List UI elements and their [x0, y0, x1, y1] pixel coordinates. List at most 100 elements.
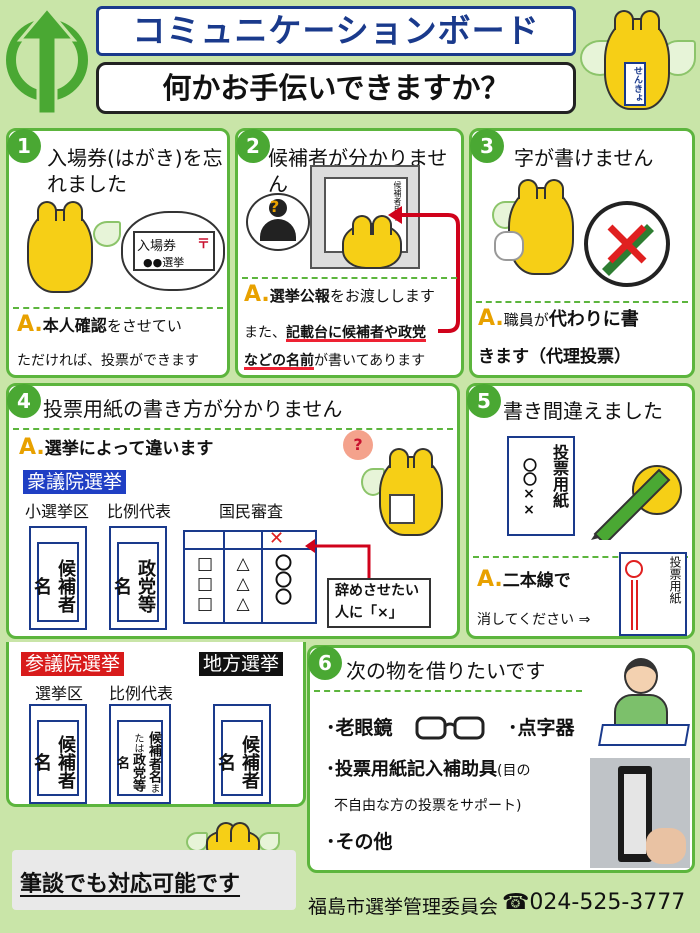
ballot-marks: 〇〇××: [521, 458, 537, 518]
mascot-wing: [186, 832, 208, 852]
answer-bold: などの名前: [244, 353, 314, 369]
panel-title: 入場券(はがき)を忘れました: [47, 146, 223, 196]
divider: [13, 428, 453, 430]
answer-mark: A.: [477, 567, 503, 592]
answer-text: また、: [244, 325, 286, 341]
item-ballot-assist: ･投票用紙記入補助具(目の: [326, 758, 596, 783]
divider: [242, 277, 457, 279]
mascot-worried: [27, 201, 93, 293]
panel-title: 書き間違えました: [503, 399, 663, 423]
ticket-card: 入場券 〒 ●●選挙: [133, 231, 215, 271]
answer: A.選挙公報をお渡しします: [244, 283, 464, 308]
item-other: ･その他: [326, 831, 393, 853]
divider: [476, 301, 688, 303]
pencil-icon: [591, 465, 682, 540]
hitsudan-note: [12, 850, 296, 910]
label-proportional: 比例代表: [109, 684, 174, 703]
ticket-sub: ●●選挙: [143, 256, 185, 269]
answer-mark: A.: [17, 312, 43, 337]
answer-bold: 選挙公報: [269, 287, 330, 305]
grid-col1: □□□: [195, 554, 215, 614]
label-national-review: 国民審査: [219, 502, 284, 521]
panel-title: 字が書けません: [514, 146, 654, 170]
panel-number: 3: [470, 129, 504, 163]
answer-mark: A.: [478, 306, 504, 331]
bandage: [494, 231, 524, 261]
ballot-paper-title: 投票用紙: [550, 444, 569, 508]
answer-line2: きます（代理投票）: [478, 347, 631, 367]
answer-mark: A.: [19, 435, 45, 460]
ballot-text: 候補者名: [146, 731, 161, 783]
item-text: ･投票用紙記入補助具: [326, 759, 497, 780]
ballot-text: 政党等名: [114, 752, 145, 792]
hitsudan-text: 筆談でも対応可能です: [20, 872, 241, 897]
panel-number: 5: [467, 384, 501, 418]
panel-title: 次の物を借りたいです: [346, 659, 546, 683]
panel-unknown-candidate: 2 候補者が分かりません ? 候補者氏名 A.選挙公報をお渡しします また、記載…: [235, 128, 464, 378]
panel-number: 4: [7, 384, 41, 418]
answer-line3: などの名前が書いてあります: [244, 349, 464, 373]
ballot-text: 政党等名: [111, 542, 159, 622]
note-line2: 人に「×」: [335, 605, 403, 621]
answer-bold: 二本線で: [502, 571, 571, 591]
divider: [13, 307, 223, 309]
panel-number: 6: [308, 646, 342, 680]
arrow-logo-icon: [6, 6, 88, 116]
ballot-text: 候補者名: [31, 720, 79, 796]
ballot-text: 候補者名: [215, 720, 263, 796]
upper-house-section: 参議院選挙 地方選挙 選挙区 比例代表 候補者名 候補者名または政党等名 候補者…: [6, 642, 306, 807]
item-text: (目の: [497, 763, 531, 779]
candidate-board-label: 候補者氏名: [393, 181, 402, 221]
divider: [473, 556, 688, 558]
page-title: コミュニケーションボード: [96, 6, 576, 56]
ballot-candidate-or-party: 候補者名または政党等名: [109, 704, 171, 804]
item-ballot-assist-desc: 不自由な方の投票をサポート): [334, 798, 522, 814]
assist-tool-photo: [590, 758, 690, 868]
ballot-candidate: 候補者名: [29, 526, 87, 630]
mascot-back: [342, 215, 402, 269]
note-line1: 辞めさせたい: [335, 583, 419, 599]
ballot-local: 候補者名: [213, 704, 271, 804]
divider: [314, 690, 582, 692]
question-person-icon: ?: [260, 197, 296, 243]
category-sangiin: 参議院選挙: [21, 652, 125, 676]
answer: A.本人確認をさせてい: [17, 313, 227, 338]
ticket-label: 入場券: [137, 239, 177, 254]
label-proportional: 比例代表: [107, 502, 172, 521]
ballot-candidate: 候補者名: [29, 704, 87, 804]
ballot-text: 候補者名: [31, 542, 79, 622]
panel-ballot-instructions: 4 投票用紙の書き方が分かりません A.選挙によって違います 衆議院選挙 小選挙…: [6, 383, 460, 639]
organization-name: 福島市選挙管理委員会: [308, 896, 499, 918]
question-bubble: ?: [343, 430, 373, 460]
answer-line2: 消してください ⇒: [477, 612, 591, 628]
panel-wrote-wrong: 5 書き間違えました 投票用紙 〇〇×× A.二本線で 消してください ⇒ 投票…: [466, 383, 695, 639]
ballot-text-multi: 候補者名または政党等名: [114, 720, 163, 796]
answer-text: をさせてい: [106, 317, 182, 335]
note-box: 辞めさせたい 人に「×」: [327, 578, 431, 628]
review-ballot-grid: □□□ △△△ 〇〇〇 ✕: [183, 528, 317, 624]
label-single-seat: 小選挙区: [25, 502, 90, 521]
panel-forgot-ticket: 1 入場券(はがき)を忘れました 入場券 〒 ●●選挙 A.本人確認をさせてい …: [6, 128, 230, 378]
pointer-arrow: [388, 206, 460, 333]
answer-bold: 代わりに書: [548, 309, 639, 330]
mascot-injured: [508, 179, 574, 275]
item-reading-glasses: ･老眼鏡: [326, 717, 393, 739]
ballot-text: または: [132, 732, 159, 794]
glasses-icon: [415, 716, 485, 740]
answer-text: 職員が: [503, 311, 549, 329]
answer-line2: また、記載台に候補者や政党: [244, 321, 464, 345]
panel-title: 投票用紙の書き方が分かりません: [43, 397, 343, 421]
category-shugiin: 衆議院選挙: [23, 470, 127, 494]
panel-number: 2: [236, 129, 270, 163]
answer-line2: ただければ、投票ができます: [17, 353, 199, 369]
mascot-paper: [389, 494, 415, 524]
label-district: 選挙区: [35, 684, 84, 703]
postal-mark-icon: 〒: [196, 237, 210, 252]
mascot-wing: [258, 832, 280, 852]
question-mark: ?: [270, 197, 280, 216]
answer-text: をお渡しします: [329, 287, 435, 305]
panel-cannot-write: 3 字が書けません A.職員が代わりに書 きます（代理投票）: [469, 128, 695, 378]
mascot-wing: [93, 221, 121, 247]
mascot-sash: せんきょ: [624, 62, 646, 106]
answer: A.二本線で: [477, 568, 617, 593]
